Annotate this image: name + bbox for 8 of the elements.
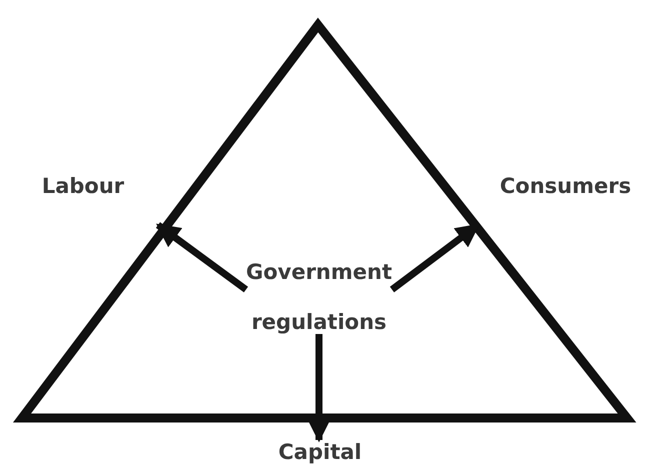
triangle-outline — [12, 18, 636, 422]
node-text: Government regulations — [212, 247, 426, 357]
label-text: Consumers — [498, 173, 632, 200]
label-text: Labour — [40, 173, 126, 200]
node-text: Capital — [240, 432, 400, 472]
arrow — [390, 222, 480, 292]
arrow — [307, 334, 331, 442]
arrow — [156, 222, 248, 292]
